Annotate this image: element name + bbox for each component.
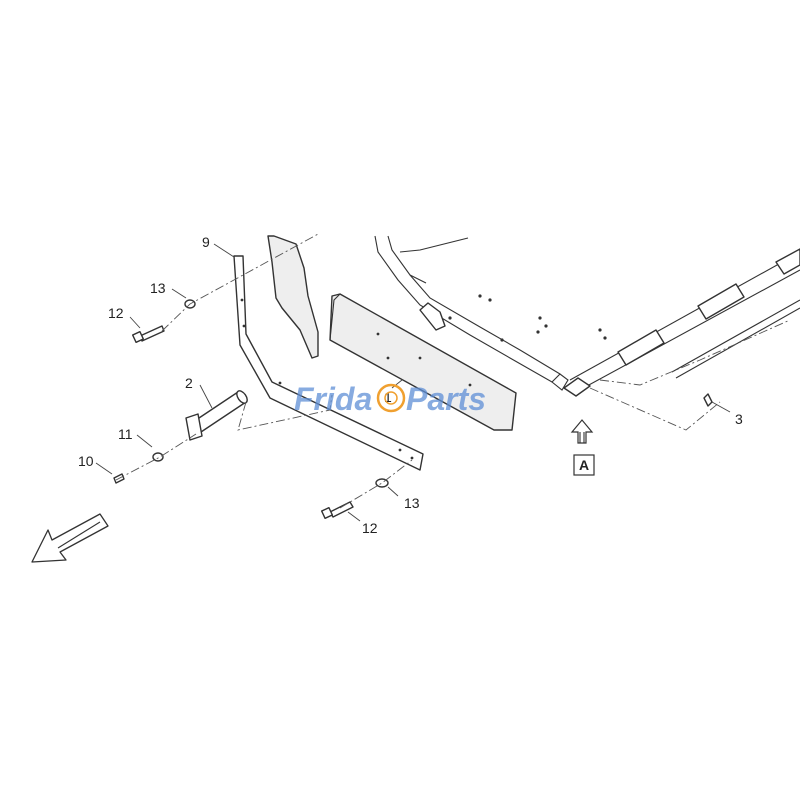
direction-arrow-icon — [31, 513, 109, 563]
watermark-badge-icon — [376, 383, 406, 413]
part-11-washer — [152, 452, 164, 462]
part-2-pin — [185, 390, 248, 441]
view-a-arrow-icon — [570, 419, 594, 444]
callout-1: 1 — [384, 389, 392, 405]
part-12-bolt-lower — [320, 501, 354, 520]
part-12-bolt-upper — [131, 325, 165, 344]
callout-11: 11 — [118, 426, 133, 442]
callout-13-upper: 13 — [150, 280, 166, 296]
part-9-plate — [233, 235, 424, 471]
roller-shaft — [563, 248, 800, 431]
callout-3: 3 — [735, 411, 743, 427]
watermark-text-parts: Parts — [406, 381, 486, 417]
machine-frame — [374, 235, 607, 391]
leader-lines — [95, 243, 731, 522]
callout-10: 10 — [78, 453, 94, 469]
view-a-box — [573, 454, 595, 476]
callout-9: 9 — [202, 234, 210, 250]
frame-bolt-holes — [448, 294, 607, 342]
assembly-lines — [115, 232, 413, 509]
fridaparts-watermark: Frida Parts — [294, 381, 486, 417]
watermark-text-frida: Frida — [294, 381, 372, 417]
callout-2: 2 — [185, 375, 193, 391]
callout-12-upper: 12 — [108, 305, 124, 321]
callout-12-lower: 12 — [362, 520, 378, 536]
part-9-holes — [240, 298, 414, 460]
part-1-long-plate — [329, 293, 517, 431]
callout-13-lower: 13 — [404, 495, 420, 511]
part-1-holes — [376, 332, 472, 387]
part-3-spring-pin — [703, 393, 713, 407]
view-a-label: A — [579, 457, 589, 473]
